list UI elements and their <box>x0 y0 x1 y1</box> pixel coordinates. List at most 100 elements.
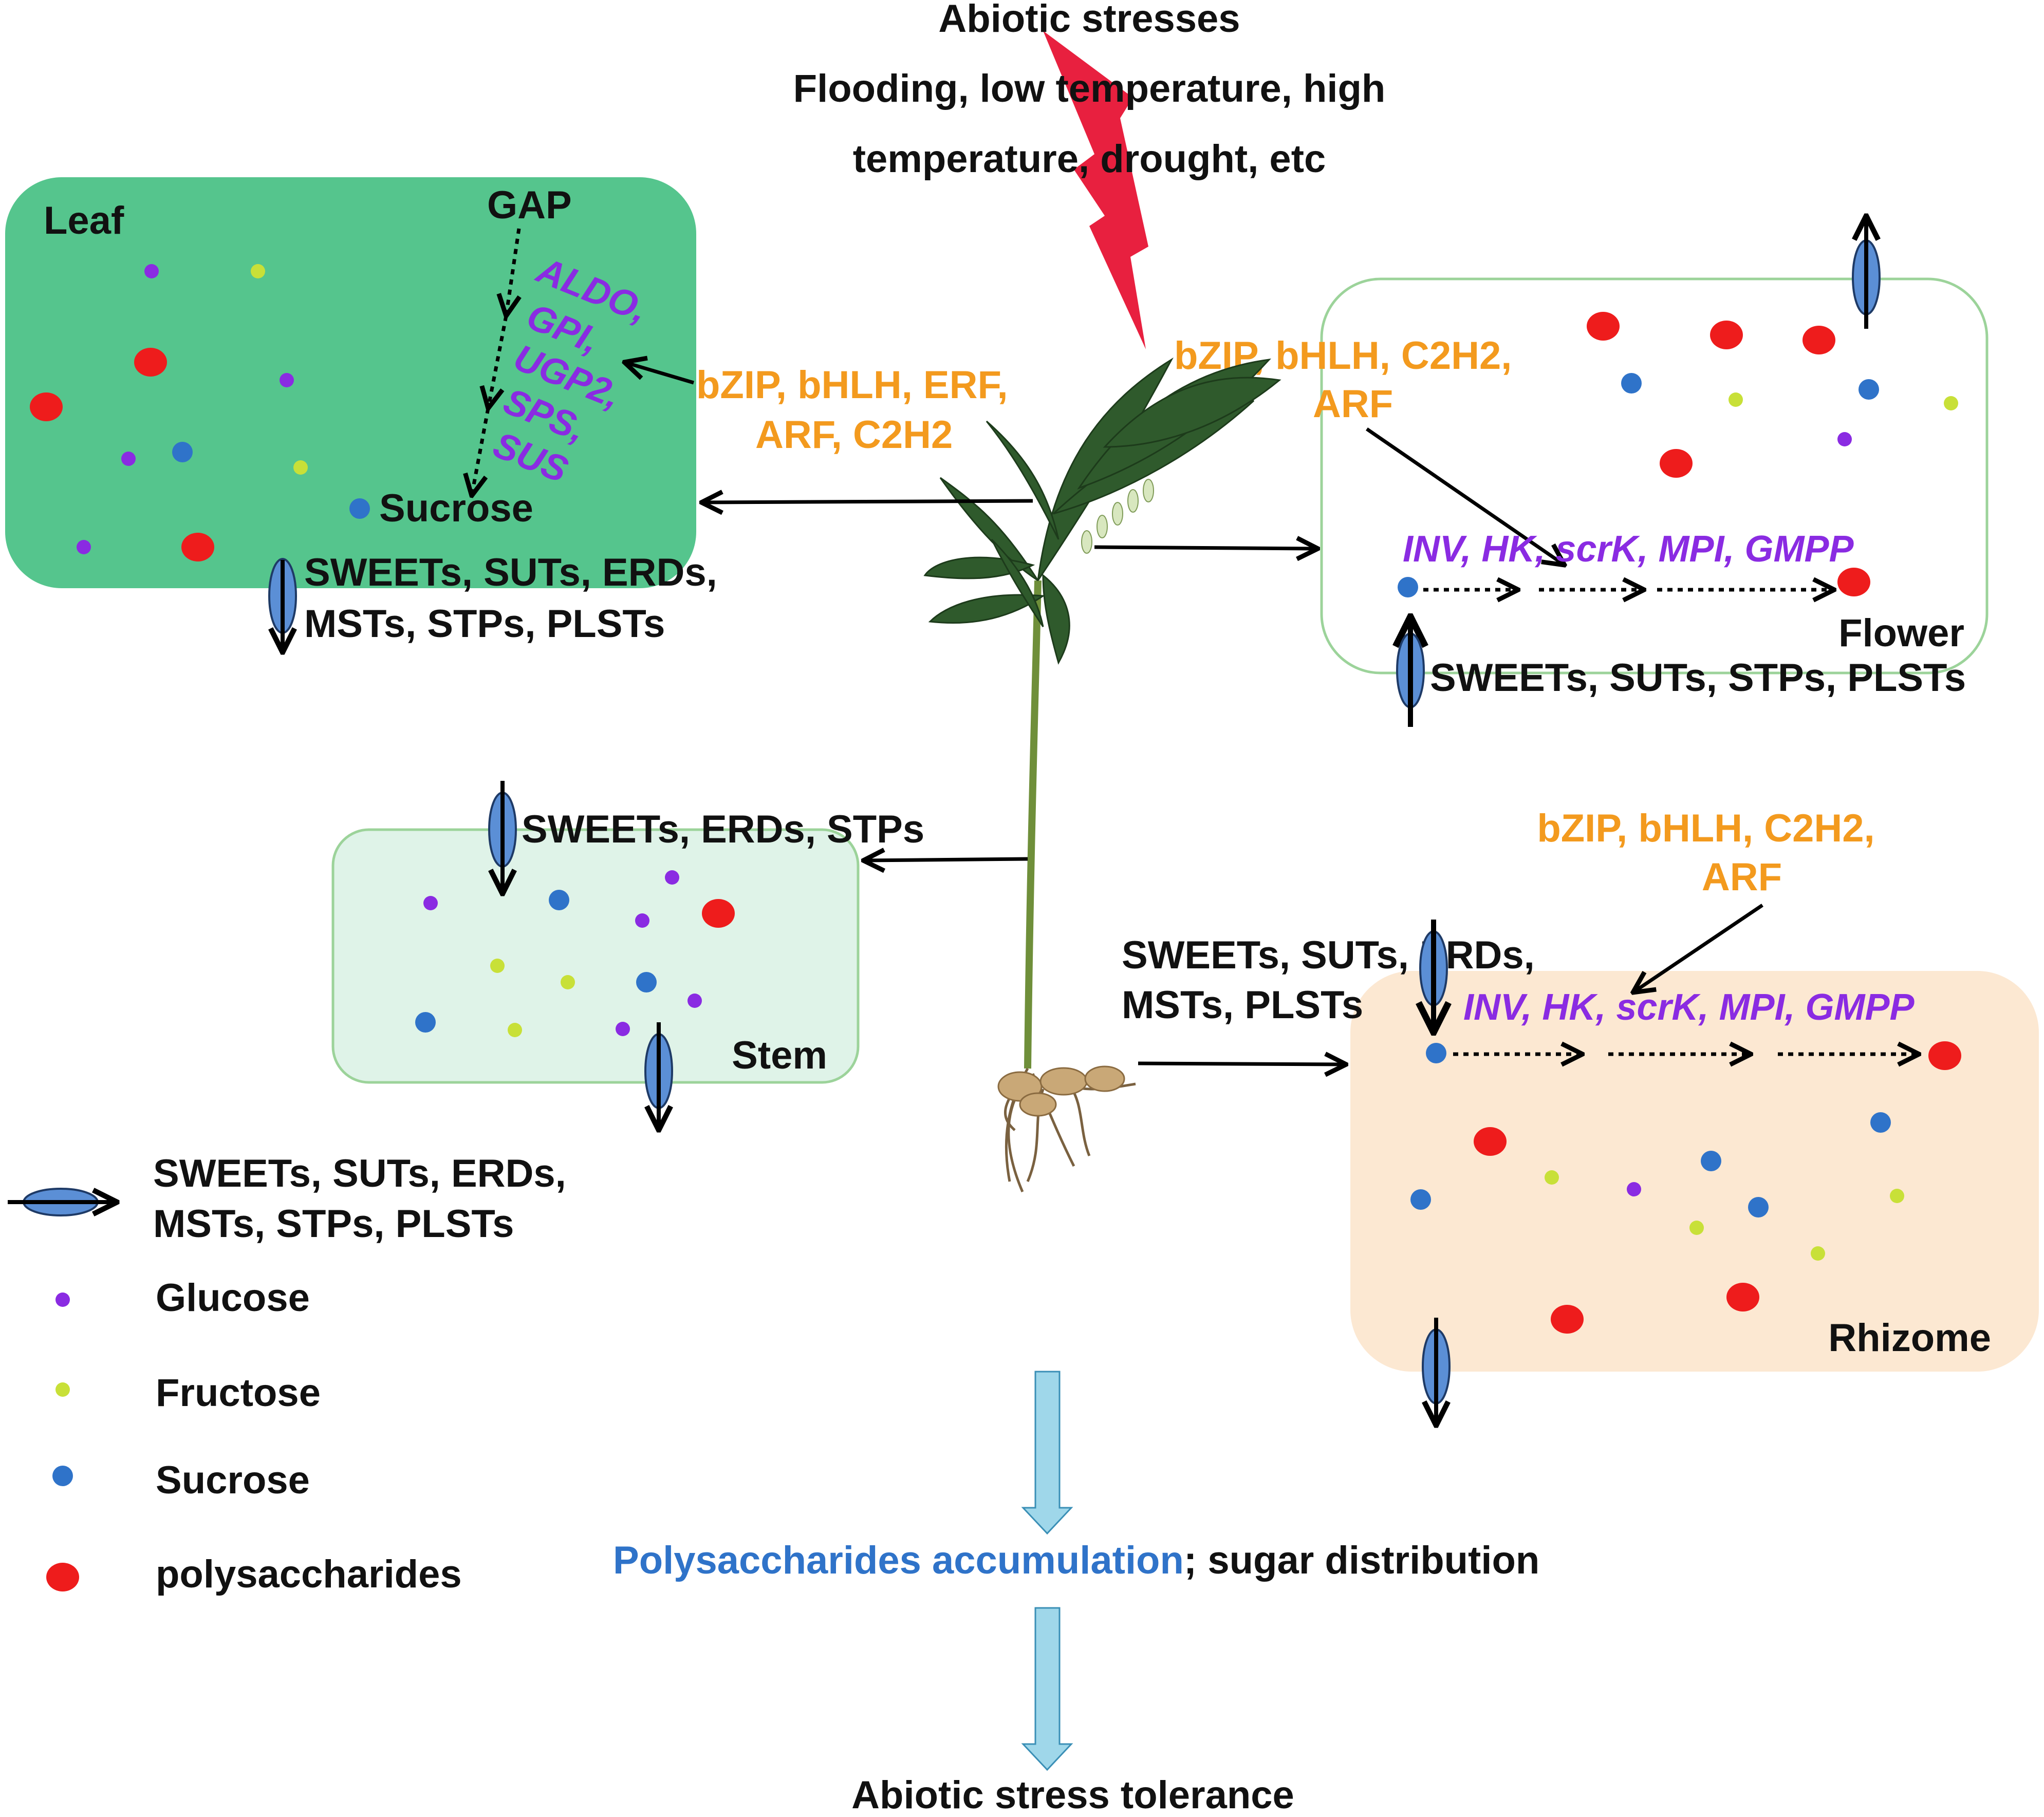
stem-label: Stem <box>732 1034 827 1077</box>
arrow-to-leaf <box>701 501 1033 502</box>
rhizome-transporters-line2: MSTs, PLSTs <box>1122 983 1363 1027</box>
legend-transporter-line2: MSTs, STPs, PLSTs <box>153 1202 514 1246</box>
outcome-accumulation: Polysaccharides accumulation; sugar dist… <box>613 1539 1539 1582</box>
legend-transporter-icon <box>8 1188 117 1216</box>
polysaccharide-dot <box>1474 1127 1507 1156</box>
legend-glucose-dot <box>55 1292 70 1307</box>
glucose-dot <box>77 540 91 554</box>
polysaccharide-dot <box>1803 326 1835 354</box>
leaf-pathway-arrow-1 <box>506 228 519 316</box>
stem-bottom-transporter-icon <box>644 1022 673 1130</box>
fructose-dot <box>1545 1170 1559 1185</box>
rhizome-sucrose-dot <box>1426 1043 1446 1063</box>
sucrose-dot <box>172 442 193 462</box>
leaf-tf-line2: ARF, C2H2 <box>755 413 953 457</box>
leaf-tf-line1: bZIP, bHLH, ERF, <box>696 363 1008 407</box>
fructose-dot <box>1890 1189 1904 1203</box>
legend-sucrose-label: Sucrose <box>156 1458 310 1502</box>
polysaccharide-dot <box>30 392 63 421</box>
flower-polysaccharide-dot <box>1837 568 1870 596</box>
fructose-dot <box>1811 1246 1825 1261</box>
leaf-molecules <box>30 264 308 561</box>
glucose-dot <box>121 452 136 466</box>
glucose-dot <box>665 870 679 885</box>
flower-enzymes: INV, HK, scrK, MPI, GMPP <box>1403 529 1854 570</box>
arrow-to-stem <box>863 859 1028 860</box>
rhizome-tf-line2: ARF <box>1702 855 1782 899</box>
outcome-arrow-1 <box>1021 1371 1073 1535</box>
legend-glucose-label: Glucose <box>156 1276 310 1320</box>
glucose-dot <box>1627 1182 1641 1196</box>
glucose-dot <box>616 1022 630 1036</box>
rhizome-bottom-transporter-icon <box>1422 1318 1451 1426</box>
leaf-transporter-icon <box>268 558 297 652</box>
flower-transporters: SWEETs, SUTs, STPs, PLSTs <box>1430 656 1966 700</box>
legend-transporter-line1: SWEETs, SUTs, ERDs, <box>153 1152 566 1195</box>
glucose-dot <box>635 913 649 928</box>
sucrose-dot <box>636 972 657 992</box>
stress-line1: Flooding, low temperature, high <box>793 67 1386 110</box>
stress-title: Abiotic stresses <box>938 0 1240 41</box>
leaf-sucrose-dot <box>349 498 370 519</box>
flower-panel <box>1320 277 1989 675</box>
stress-line2: temperature, drought, etc <box>853 137 1326 181</box>
sucrose-dot <box>1859 379 1879 400</box>
leaf-transporters-line1: SWEETs, SUTs, ERDs, <box>304 551 717 594</box>
legend-polysaccharides-label: polysaccharides <box>156 1552 462 1596</box>
polysaccharide-dot <box>1710 321 1743 349</box>
stem-top-transporter-icon <box>488 781 517 894</box>
stem-panel <box>331 828 860 1084</box>
polysaccharide-dot <box>702 899 735 928</box>
sucrose-dot <box>1410 1189 1431 1210</box>
polysaccharide-dot <box>1660 449 1693 478</box>
fructose-dot <box>1944 396 1958 410</box>
rhizome-top-transporter-icon <box>1420 920 1447 1033</box>
leaf-panel <box>5 177 696 588</box>
rhizome-polysaccharide-dot <box>1928 1041 1961 1070</box>
legend-polysaccharides-dot <box>46 1563 79 1591</box>
fructose-dot <box>251 264 265 278</box>
arrow-to-rhizome <box>1138 1063 1346 1064</box>
glucose-dot <box>1837 432 1852 446</box>
leaf-label: Leaf <box>44 199 124 242</box>
polysaccharide-dot <box>181 533 214 561</box>
rhizome-transporters-line1: SWEETs, SUTs, ERDs, <box>1122 933 1535 977</box>
leaf-tf-arrow <box>624 362 694 385</box>
polysaccharide-dot <box>1587 312 1620 341</box>
leaf-gap-label: GAP <box>487 183 572 227</box>
rhizome-label: Rhizome <box>1828 1316 1991 1360</box>
rhizome-tf-line1: bZIP, bHLH, C2H2, <box>1537 807 1874 850</box>
sucrose-dot <box>1621 373 1642 394</box>
flower-top-transporter-icon <box>1852 216 1881 329</box>
rhizome-molecules <box>1410 1112 1904 1334</box>
flower-bottom-transporter-icon <box>1397 616 1424 727</box>
outcome-accumulation-text: Polysaccharides accumulation <box>613 1539 1184 1582</box>
fructose-dot <box>1689 1221 1704 1235</box>
glucose-dot <box>687 994 702 1008</box>
outcome-distribution-text: ; sugar distribution <box>1184 1539 1539 1582</box>
sucrose-dot <box>1748 1197 1769 1217</box>
flower-sucrose-dot <box>1398 577 1418 597</box>
leaf-sucrose-label: Sucrose <box>379 486 533 530</box>
fructose-dot <box>490 959 505 973</box>
stem-transporters: SWEETs, ERDs, STPs <box>522 808 924 851</box>
outcome-tolerance: Abiotic stress tolerance <box>851 1773 1294 1814</box>
rhizome-tf-arrow <box>1633 904 1763 992</box>
rhizome-enzymes: INV, HK, scrK, MPI, GMPP <box>1463 987 1915 1028</box>
sucrose-dot <box>1870 1112 1891 1133</box>
sucrose-dot <box>415 1012 436 1033</box>
lightning-icon <box>1043 31 1148 349</box>
glucose-dot <box>144 264 159 278</box>
sucrose-dot <box>1701 1151 1721 1171</box>
plant-illustration <box>923 357 1281 1192</box>
polysaccharide-dot <box>1726 1283 1759 1312</box>
fructose-dot <box>1729 392 1743 407</box>
leaf-transporters-line2: MSTs, STPs, PLSTs <box>304 602 665 646</box>
flower-tf-arrow <box>1366 427 1565 565</box>
legend: SWEETs, SUTs, ERDs, MSTs, STPs, PLSTs Gl… <box>8 1152 566 1596</box>
sucrose-dot <box>549 890 569 910</box>
legend-fructose-label: Fructose <box>156 1371 321 1415</box>
stem-molecules <box>415 870 735 1037</box>
